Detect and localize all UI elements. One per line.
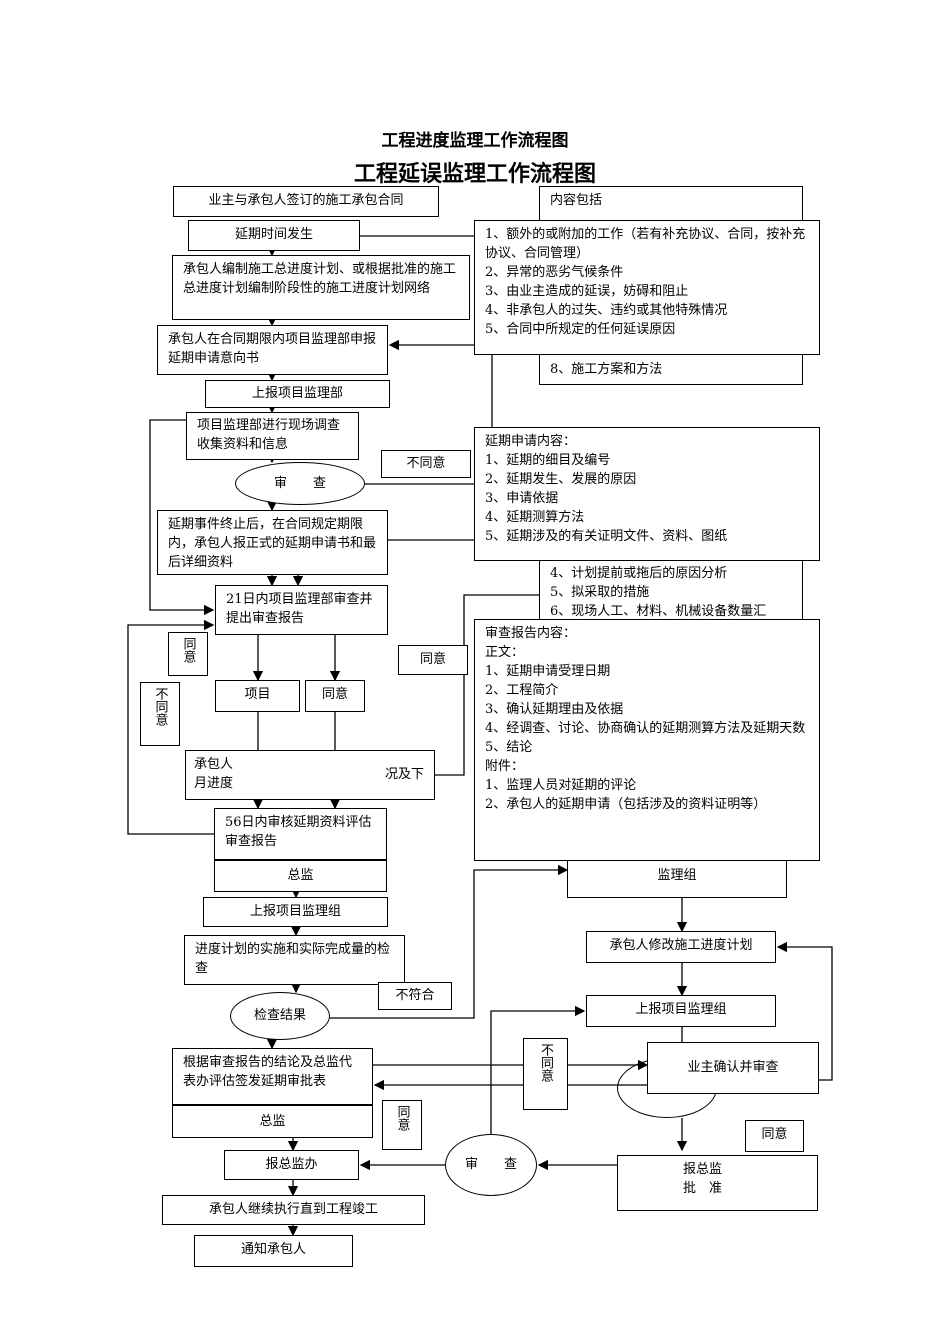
content-item: 8、施工方案和方法 (550, 362, 663, 377)
application-item: 2、延期发生、发展的原因 (485, 472, 637, 487)
reason-item: 3、由业主造成的延误，妨碍和阻止 (485, 284, 689, 299)
formal-application-box: 延期事件终止后，在合同规定期限内，承包人报正式的延期申请书和最后详细资料 (157, 510, 388, 575)
agree-label-2: 同意 (398, 645, 468, 675)
report-chief-approve-box: 报总监 批 准 (617, 1155, 818, 1211)
agree-text: 同意 (394, 1105, 410, 1131)
disagree-label: 不同意 (381, 450, 471, 478)
title-progress: 工程进度监理工作流程图 (381, 131, 569, 151)
monthly-progress-box: 承包人月进度 况及下 (185, 750, 435, 800)
notify-box: 通知承包人 (194, 1235, 353, 1267)
agree-text: 同意 (180, 637, 196, 663)
report-dept-box: 上报项目监理部 (205, 380, 390, 408)
report-item: 1、延期申请受理日期 (485, 664, 611, 679)
report-item: 4、经调查、讨论、协商确认的延期测算方法及延期天数 (485, 721, 806, 736)
plan-item: 5、拟采取的措施 (550, 585, 650, 600)
intent-letter-box: 承包人在合同期限内项目监理部申报延期申请意向书 (157, 325, 388, 375)
report-item: 正文： (485, 645, 525, 660)
report-item: 3、确认延期理由及依据 (485, 702, 624, 717)
report-group-box-2: 上报项目监理组 (586, 995, 776, 1027)
content-header: 内容包括 (550, 193, 603, 208)
application-item: 4、延期测算方法 (485, 510, 585, 525)
report-item: 附件： (485, 759, 525, 774)
progress-check-box: 进度计划的实施和实际完成量的检查 (184, 935, 405, 985)
delay-occurs-box: 延期时间发生 (188, 220, 360, 251)
contractor-plan-box: 承包人编制施工总进度计划、或根据批准的施工总进度计划编制阶段性的施工进度计划网络 (172, 255, 470, 320)
not-conform-label: 不符合 (378, 982, 452, 1010)
disagree-text: 不同意 (152, 687, 168, 726)
review-21-box: 21日内项目监理部审查并提出审查报告 (215, 585, 388, 635)
contract-box: 业主与承包人签订的施工承包合同 (173, 186, 439, 217)
report-item: 2、工程简介 (485, 683, 559, 698)
application-item: 1、延期的细目及编号 (485, 453, 611, 468)
owner-confirm-box: 业主确认并审查 (647, 1042, 819, 1094)
monthly-left-text: 承包人月进度 (194, 757, 234, 791)
application-item: 延期申请内容： (485, 434, 577, 449)
disagree-text: 不同意 (538, 1043, 553, 1082)
review-report-contents-box: 审查报告内容： 正文： 1、延期申请受理日期 2、工程简介 3、确认延期理由及依… (474, 619, 820, 861)
agree-label-4: 同意 (382, 1100, 422, 1150)
report-item: 5、结论 (485, 740, 533, 755)
review-ellipse: 审 查 (235, 462, 365, 505)
report-item: 审查报告内容： (485, 626, 577, 641)
check-result-ellipse: 检查结果 (230, 992, 330, 1040)
chief-box-2: 总监 (172, 1105, 373, 1138)
contractor-revise-box: 承包人修改施工进度计划 (586, 931, 776, 963)
report-item: 2、承包人的延期申请（包括涉及的资料证明等） (485, 797, 767, 812)
report-chief-office-box: 报总监办 (224, 1150, 359, 1180)
agree-label: 同意 (168, 632, 208, 676)
reason-item: 2、异常的恶劣气候条件 (485, 265, 624, 280)
application-item: 5、延期涉及的有关证明文件、资料、图纸 (485, 529, 728, 544)
monthly-right-text: 况及下 (384, 767, 424, 782)
plan-item: 6、现场人工、材料、机械设备数量汇 (550, 604, 767, 619)
issue-approval-box: 根据审查报告的结论及总监代表办评估签发延期审批表 (172, 1048, 373, 1105)
disagree-label-2: 不同意 (140, 682, 180, 746)
reason-item: 4、非承包人的过失、违约或其他特殊情况 (485, 303, 728, 318)
reason-item: 1、额外的或附加的工作（若有补充协议、合同，按补充协议、合同管理） (485, 227, 806, 261)
report-item: 1、监理人员对延期的评论 (485, 778, 637, 793)
plan-content-box-lower: 4、计划提前或拖后的原因分析 5、拟采取的措施 6、现场人工、材料、机械设备数量… (539, 556, 803, 620)
review-56-box: 56日内审核延期资料评估审查报告 (214, 808, 387, 860)
reason-item: 5、合同中所规定的任何延误原因 (485, 322, 676, 337)
plan-item: 4、计划提前或拖后的原因分析 (550, 566, 728, 581)
report-group-box: 上报项目监理组 (203, 897, 388, 927)
continue-box: 承包人继续执行直到工程竣工 (162, 1195, 425, 1225)
title-delay: 工程延误监理工作流程图 (353, 162, 596, 187)
application-item: 3、申请依据 (485, 491, 559, 506)
project-box: 项目 (215, 680, 300, 712)
agree-label-3: 同意 (305, 680, 365, 712)
site-survey-box: 项目监理部进行现场调查收集资料和信息 (186, 412, 359, 460)
delay-reasons-box: 1、额外的或附加的工作（若有补充协议、合同，按补充协议、合同管理） 2、异常的恶… (474, 220, 820, 355)
disagree-label-3: 不同意 (523, 1038, 568, 1110)
review-ellipse-2: 审 查 (445, 1134, 537, 1196)
application-contents-box: 延期申请内容： 1、延期的细目及编号 2、延期发生、发展的原因 3、申请依据 4… (474, 427, 820, 561)
chief-box: 总监 (214, 860, 387, 892)
agree-label-5: 同意 (745, 1120, 804, 1152)
